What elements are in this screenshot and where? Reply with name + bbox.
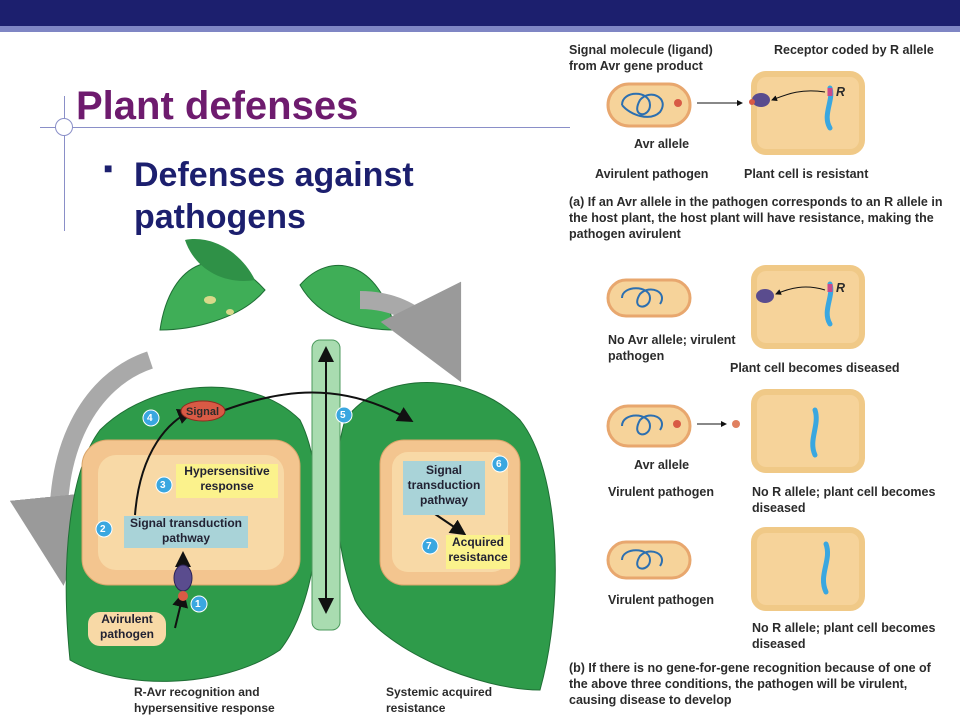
r-label-2: R: [836, 280, 845, 296]
label-receptor: Receptor coded by R allele: [774, 42, 934, 58]
row3-left-label: Virulent pathogen: [608, 484, 714, 500]
row4-left-label: Virulent pathogen: [608, 592, 714, 608]
plant-cell-4: [754, 530, 862, 608]
row4-right-label: No R allele; plant cell becomes diseased: [752, 620, 952, 652]
label-ligand: Signal molecule (ligand) from Avr gene p…: [569, 42, 729, 74]
row2-left-label: No Avr allele; virulent pathogen: [608, 332, 738, 364]
row1-left-label: Avirulent pathogen: [595, 166, 708, 182]
avr-allele-label-1: Avr allele: [634, 136, 689, 152]
plant-cell-2: [754, 268, 862, 346]
row1-right-label: Plant cell is resistant: [744, 166, 868, 182]
plant-cell-1: [754, 74, 862, 152]
row2-right-label: Plant cell becomes diseased: [730, 360, 900, 376]
caption-b: (b) If there is no gene-for-gene recogni…: [569, 660, 949, 708]
row3-right-label: No R allele; plant cell becomes diseased: [752, 484, 952, 516]
caption-a: (a) If an Avr allele in the pathogen cor…: [569, 194, 949, 242]
avr-allele-label-3: Avr allele: [634, 457, 689, 473]
plant-cell-3: [754, 392, 862, 470]
r-label-1: R: [836, 84, 845, 100]
